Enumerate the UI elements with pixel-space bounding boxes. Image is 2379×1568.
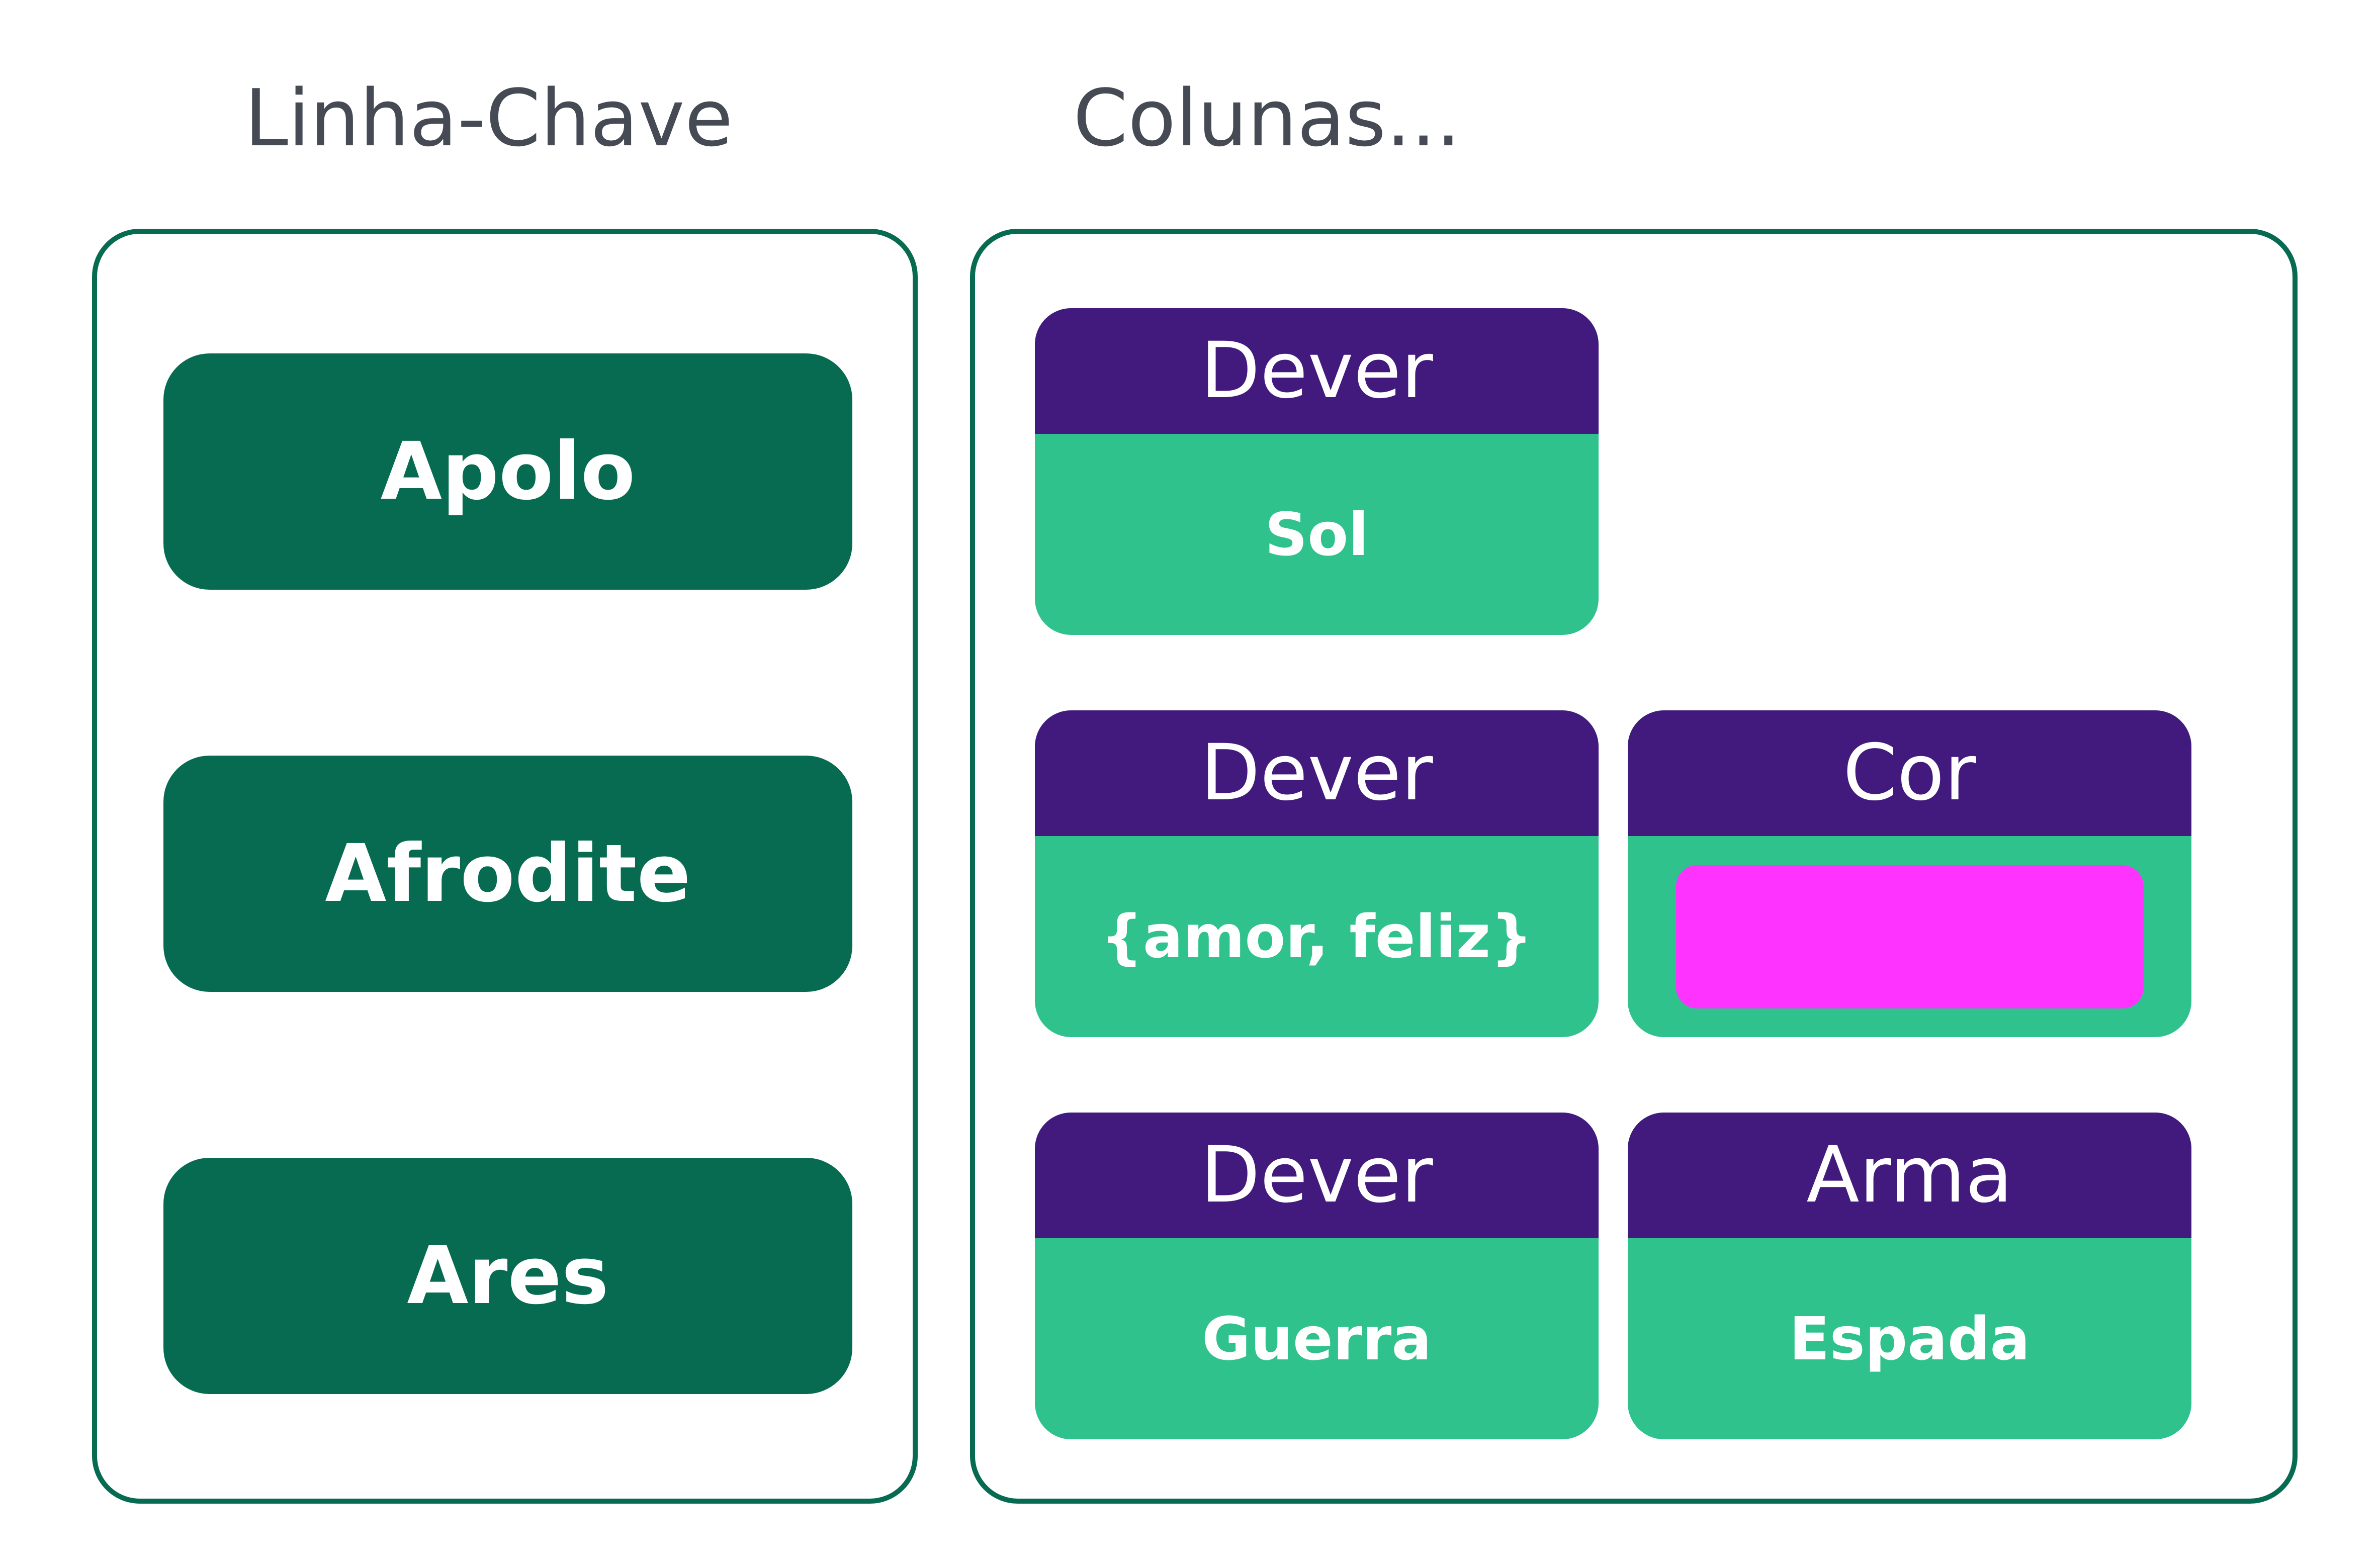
cell-apolo-dever: Dever Sol	[1035, 308, 1599, 635]
cell-ares-dever: Dever Guerra	[1035, 1113, 1599, 1439]
column-name: Dever	[1200, 728, 1433, 818]
row-key-heading: Linha-Chave	[244, 72, 733, 164]
cell-value-area: Espada	[1628, 1238, 2191, 1439]
cell-ares-arma: Arma Espada	[1628, 1113, 2191, 1439]
row-key-label: Afrodite	[325, 827, 691, 920]
columns-heading: Colunas...	[1073, 72, 1461, 164]
row-key-label: Apolo	[380, 425, 636, 518]
column-header: Dever	[1035, 308, 1599, 434]
column-name: Arma	[1806, 1130, 2013, 1220]
cell-afrodite-cor: Cor	[1628, 710, 2191, 1037]
column-header: Cor	[1628, 710, 2191, 836]
cell-value-area	[1628, 836, 2191, 1037]
column-name: Dever	[1200, 326, 1433, 416]
cell-value: Espada	[1789, 1304, 2031, 1373]
cell-value-area: {amor, feliz}	[1035, 836, 1599, 1037]
row-key-label: Ares	[407, 1230, 609, 1322]
column-header: Dever	[1035, 710, 1599, 836]
cell-value: {amor, feliz}	[1100, 902, 1533, 971]
cell-value-area: Guerra	[1035, 1238, 1599, 1439]
column-name: Dever	[1200, 1130, 1433, 1220]
column-header: Dever	[1035, 1113, 1599, 1238]
cell-value: Guerra	[1202, 1304, 1432, 1373]
cell-afrodite-dever: Dever {amor, feliz}	[1035, 710, 1599, 1037]
cell-value-area: Sol	[1035, 434, 1599, 635]
row-key-apolo: Apolo	[163, 353, 852, 590]
column-name: Cor	[1842, 728, 1977, 818]
column-header: Arma	[1628, 1113, 2191, 1238]
cell-value: Sol	[1265, 500, 1369, 569]
row-key-ares: Ares	[163, 1158, 852, 1394]
row-key-afrodite: Afrodite	[163, 756, 852, 992]
color-swatch	[1676, 865, 2144, 1008]
